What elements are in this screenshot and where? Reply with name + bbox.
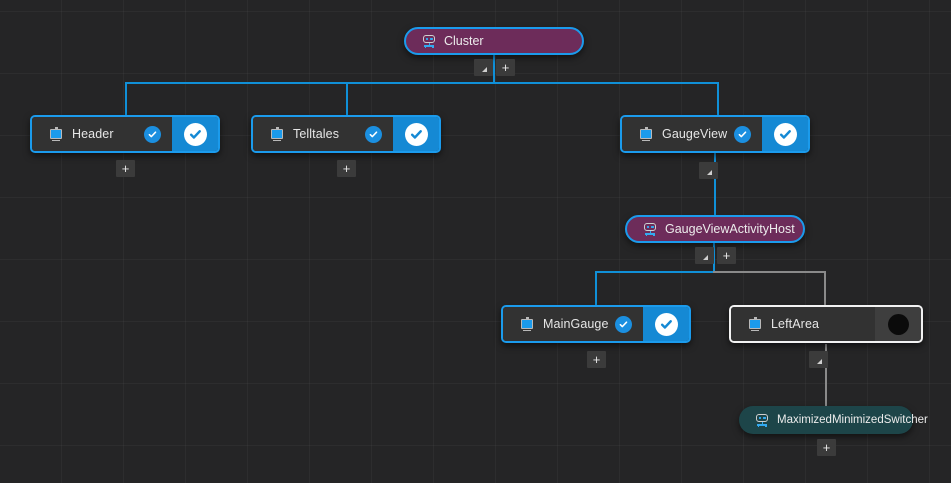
node-leftarea-action-panel[interactable] — [875, 307, 921, 341]
node-header[interactable]: Header — [30, 115, 220, 153]
edge-host-bus-left — [595, 271, 715, 273]
add-button-label: + — [121, 161, 130, 176]
monitor-icon — [639, 127, 653, 141]
check-icon — [404, 122, 428, 146]
node-maingauge-status — [615, 307, 643, 341]
dot-icon — [887, 313, 909, 335]
check-icon — [183, 122, 207, 146]
node-cluster[interactable]: Cluster — [404, 27, 584, 55]
add-button[interactable]: + — [717, 247, 736, 264]
activity-icon — [422, 34, 436, 48]
node-cluster-tools[interactable]: + — [474, 59, 515, 76]
add-button[interactable]: + — [587, 351, 606, 368]
edge-to-telltales — [346, 82, 348, 115]
add-button[interactable]: + — [116, 160, 135, 177]
node-maximizedminimizedswitcher-tools[interactable]: + — [817, 439, 836, 456]
node-header-tools[interactable]: + — [116, 160, 135, 177]
node-maingauge-action-panel[interactable] — [643, 307, 689, 341]
node-header-body[interactable]: Header — [32, 117, 144, 151]
collapse-button[interactable] — [699, 162, 718, 179]
node-gaugeview-status — [734, 117, 762, 151]
monitor-icon — [748, 317, 762, 331]
check-icon — [365, 125, 382, 143]
node-header-action-panel[interactable] — [172, 117, 218, 151]
check-icon — [654, 312, 678, 336]
node-gaugeview[interactable]: GaugeView — [620, 115, 810, 153]
node-maingauge-label: MainGauge — [543, 317, 609, 331]
node-gaugeview-body[interactable]: GaugeView — [622, 117, 734, 151]
check-icon — [734, 125, 751, 143]
node-telltales-label: Telltales — [293, 127, 340, 141]
add-button-label: + — [722, 248, 731, 263]
node-cluster-label: Cluster — [444, 34, 484, 48]
add-button-label: + — [592, 352, 601, 367]
add-button-label: + — [501, 60, 510, 75]
node-maximizedminimizedswitcher[interactable]: MaximizedMinimizedSwitcher — [739, 406, 928, 434]
node-gaugeview-label: GaugeView — [662, 127, 728, 141]
node-header-status — [144, 117, 172, 151]
node-maingauge[interactable]: MainGauge — [501, 305, 691, 343]
collapse-button[interactable] — [809, 351, 828, 368]
add-button-label: + — [822, 440, 831, 455]
node-maingauge-body[interactable]: MainGauge — [503, 307, 615, 341]
edge-cluster-stub — [493, 55, 495, 83]
edge-gaugeview-to-host — [714, 153, 716, 215]
node-header-label: Header — [72, 127, 114, 141]
node-telltales-action-panel[interactable] — [393, 117, 439, 151]
monitor-icon — [270, 127, 284, 141]
monitor-icon — [49, 127, 63, 141]
edge-leftarea-to-switcher — [825, 344, 827, 406]
node-leftarea[interactable]: LeftArea — [729, 305, 923, 343]
node-leftarea-tools[interactable] — [809, 351, 828, 368]
add-button[interactable]: + — [817, 439, 836, 456]
add-button[interactable]: + — [496, 59, 515, 76]
node-gaugeviewactivityhost-label: GaugeViewActivityHost — [665, 222, 795, 236]
check-icon — [144, 125, 161, 143]
activity-icon — [755, 413, 769, 427]
node-gaugeviewactivityhost-tools[interactable]: + — [695, 247, 736, 264]
node-telltales-status — [365, 117, 393, 151]
node-telltales-body[interactable]: Telltales — [253, 117, 365, 151]
node-maingauge-tools[interactable]: + — [587, 351, 606, 368]
activity-icon — [643, 222, 657, 236]
check-icon — [615, 315, 632, 333]
node-telltales[interactable]: Telltales — [251, 115, 441, 153]
edge-cluster-bus — [125, 82, 719, 84]
edge-to-leftarea — [824, 271, 826, 305]
edge-to-gaugeview — [717, 82, 719, 115]
edge-host-stub — [713, 243, 715, 273]
edge-to-maingauge — [595, 271, 597, 305]
node-gaugeviewactivityhost[interactable]: GaugeViewActivityHost — [625, 215, 805, 243]
collapse-button[interactable] — [474, 59, 493, 76]
node-telltales-tools[interactable]: + — [337, 160, 356, 177]
node-leftarea-label: LeftArea — [771, 317, 820, 331]
node-maximizedminimizedswitcher-label: MaximizedMinimizedSwitcher — [777, 414, 928, 426]
check-icon — [773, 122, 797, 146]
edge-to-header — [125, 82, 127, 115]
node-gaugeview-action-panel[interactable] — [762, 117, 808, 151]
add-button[interactable]: + — [337, 160, 356, 177]
edge-host-bus-right — [713, 271, 826, 273]
node-gaugeview-tools[interactable] — [699, 162, 718, 179]
add-button-label: + — [342, 161, 351, 176]
node-leftarea-body[interactable]: LeftArea — [731, 307, 875, 341]
monitor-icon — [520, 317, 534, 331]
collapse-button[interactable] — [695, 247, 714, 264]
